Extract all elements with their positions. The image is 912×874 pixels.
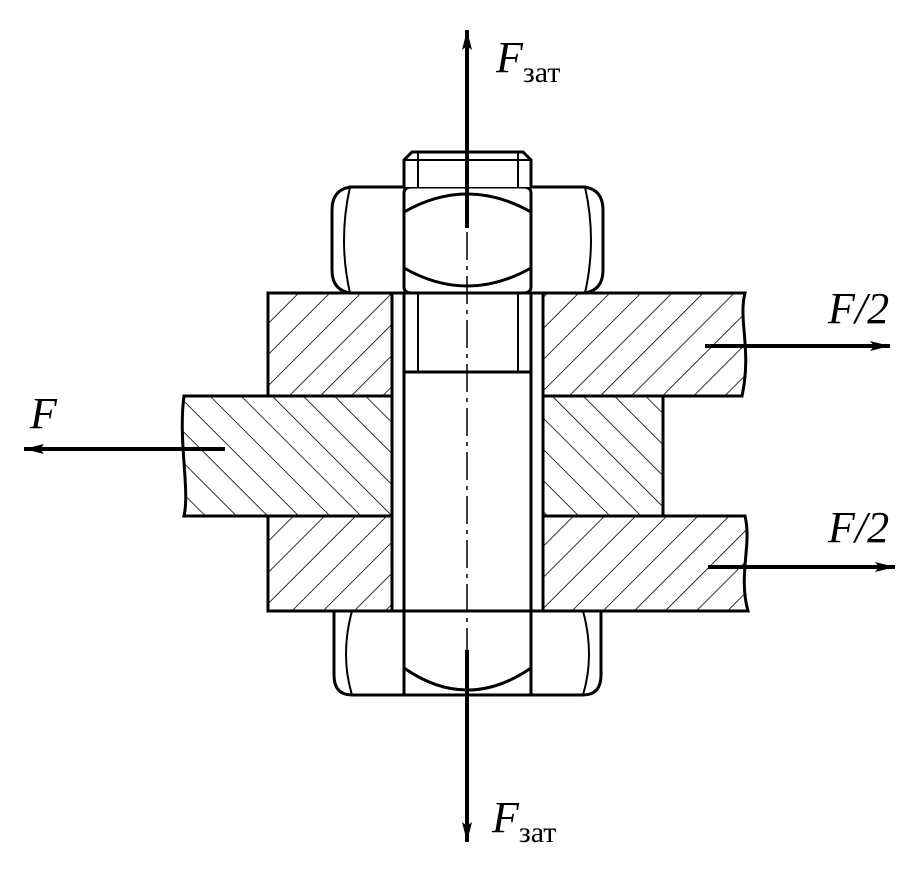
force-label-half-bottom: F/2 <box>827 503 889 552</box>
top-plate <box>266 291 748 398</box>
tighten-label-top: Fзат <box>495 33 560 89</box>
force-label-half-top: F/2 <box>827 284 889 333</box>
tighten-label-bottom: Fзат <box>491 793 556 849</box>
force-label-left: F <box>29 389 58 438</box>
